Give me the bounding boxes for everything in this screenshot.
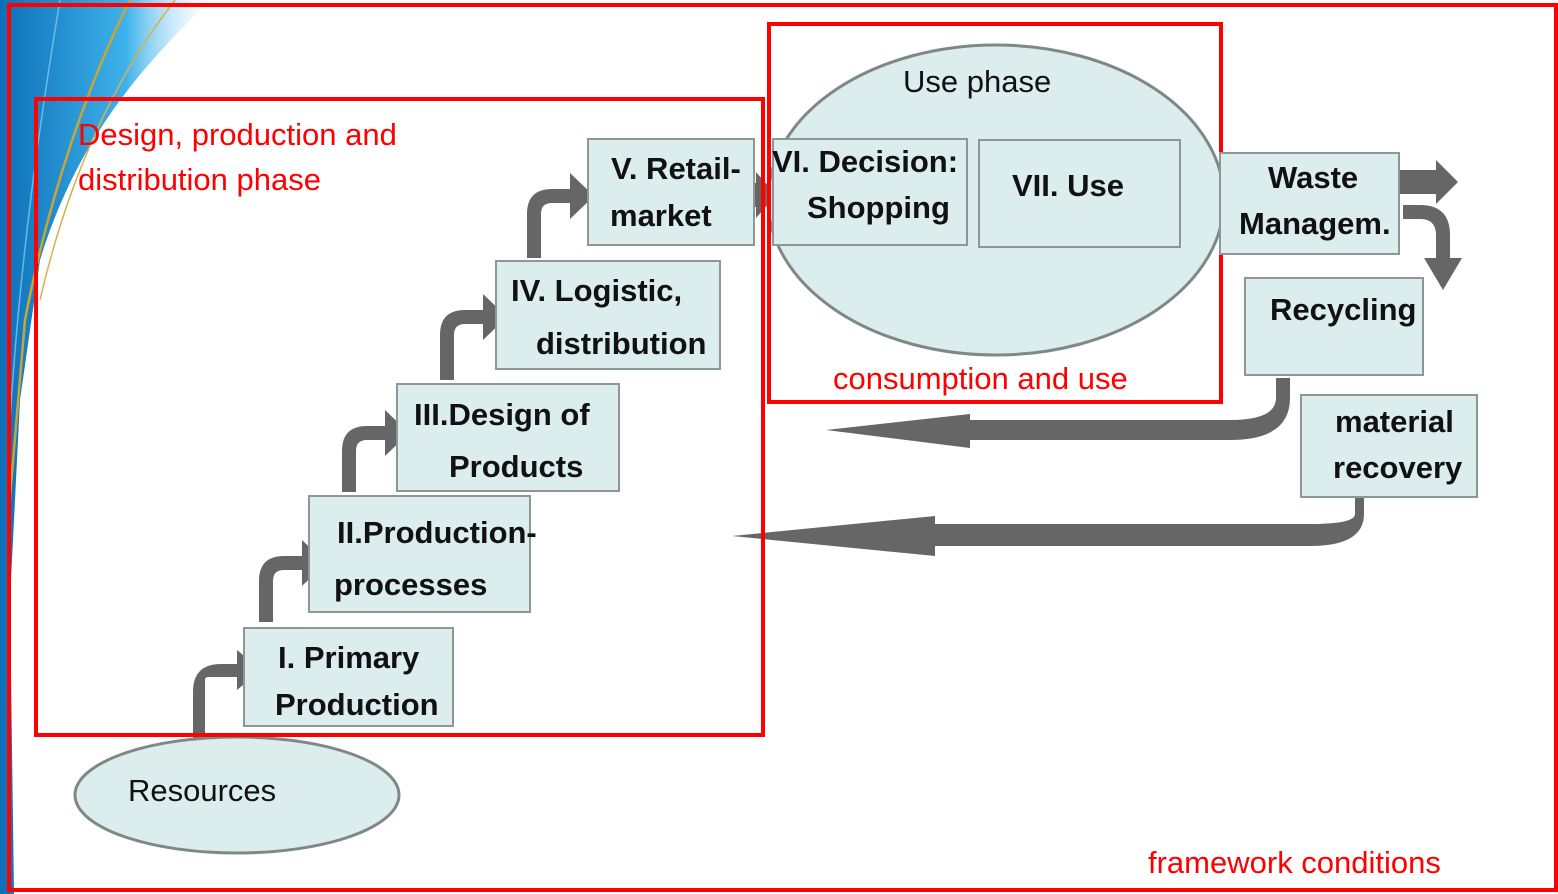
arrow-waste-out — [1400, 160, 1458, 204]
step-logistic-distribution: IV. Logistic, distribution — [495, 260, 721, 370]
consumption-label: consumption and use — [833, 361, 1128, 396]
design-phase-label: Design, production and distribution phas… — [78, 117, 397, 197]
step-production-processes: II.Production- processes — [308, 495, 537, 613]
arrow-logistic-retail — [527, 173, 594, 258]
arrow-recycling-back — [826, 378, 1290, 448]
framework-frame — [7, 3, 1558, 892]
decorative-ribbon — [0, 0, 210, 894]
resources-ellipse — [73, 735, 401, 855]
step-waste-management: Waste Managem. — [1219, 152, 1400, 255]
step-material-recovery: material recovery — [1300, 394, 1478, 498]
design-phase-frame — [34, 97, 765, 737]
arrow-recovery-back — [732, 498, 1364, 556]
step-decision-shopping: VI. Decision: Shopping — [772, 138, 968, 246]
use-phase-title: Use phase — [903, 64, 1052, 99]
step-retail-market: V. Retail- market — [587, 138, 755, 246]
step-use: VII. Use — [978, 139, 1181, 248]
resources-label: Resources — [128, 773, 277, 808]
framework-label: framework conditions — [1148, 845, 1441, 880]
step-recycling: Recycling — [1244, 277, 1424, 376]
step-design-products: III.Design of Products — [396, 383, 620, 492]
arrow-waste-recycling — [1403, 205, 1462, 290]
step-primary-production: I. Primary Production — [243, 627, 454, 727]
